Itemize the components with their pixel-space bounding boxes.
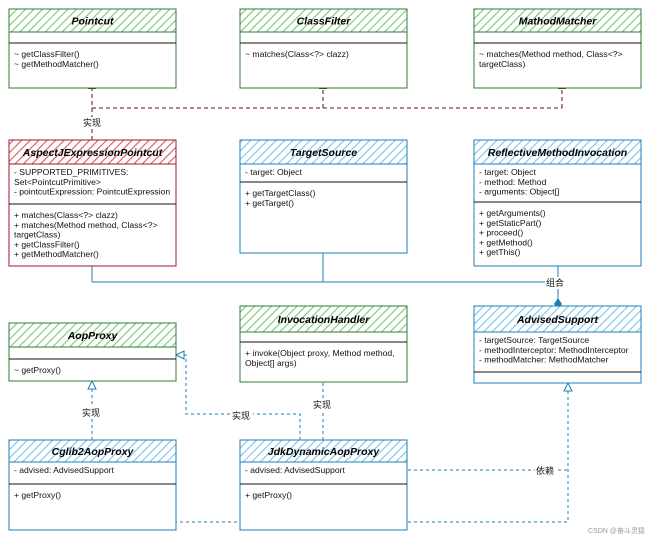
class-jdk: JdkDynamicAopProxy - advised: AdvisedSupp…	[239, 439, 408, 531]
class-title: Pointcut	[72, 16, 114, 28]
watermark: CSDN @奋斗灵猿	[588, 526, 645, 535]
class-method: + getTargetClass()	[245, 188, 316, 198]
class-header	[473, 305, 642, 333]
class-method: ~ getClassFilter()	[14, 49, 80, 59]
class-invocationhandler: InvocationHandler + invoke(Object proxy, …	[239, 305, 408, 383]
class-method: + proceed()	[479, 228, 523, 238]
class-title: InvocationHandler	[278, 314, 371, 326]
relation-label-implements-3: 实现	[313, 399, 331, 410]
class-title: MathodMatcher	[519, 16, 598, 28]
class-method: ~ matches(Method method, Class<?>	[479, 49, 623, 59]
class-method: + getMethod()	[479, 237, 533, 247]
implements-aopproxy-jdk	[174, 350, 301, 440]
class-cglib: Cglib2AopProxy - advised: AdvisedSupport +…	[8, 439, 177, 531]
class-classfilter: ClassFilter ~ matches(Class<?> clazz)	[239, 8, 408, 89]
class-title: AdvisedSupport	[516, 314, 599, 326]
class-method: + getArguments()	[479, 208, 546, 218]
class-header	[8, 8, 177, 33]
class-field: - method: Method	[479, 177, 547, 187]
class-aopproxy: AopProxy ~ getProxy()	[8, 322, 177, 382]
class-field: - pointcutExpression: PointcutExpression	[14, 187, 170, 197]
class-method: targetClass)	[14, 230, 60, 240]
class-title: JdkDynamicAopProxy	[268, 446, 381, 458]
class-method: + getMethodMatcher()	[14, 249, 99, 259]
class-field: - targetSource: TargetSource	[479, 335, 589, 345]
class-pointcut: Pointcut ~ getClassFilter()~ getMethodMat…	[8, 8, 177, 89]
class-method: + getClassFilter()	[14, 239, 80, 249]
class-title: ClassFilter	[297, 16, 352, 28]
implements-pointcut-interfaces	[88, 80, 566, 140]
class-field: - target: Object	[479, 167, 536, 177]
class-method: + getProxy()	[245, 490, 292, 500]
class-method: + getTarget()	[245, 198, 294, 208]
class-method: ~ matches(Class<?> clazz)	[245, 49, 349, 59]
class-methodmatcher: MathodMatcher ~ matches(Method method, Cl…	[473, 8, 642, 89]
relation-label-composition: 组合	[546, 277, 564, 288]
class-header	[239, 439, 408, 463]
class-aspectj: AspectJExpressionPointcut - SUPPORTED_PRI…	[8, 139, 177, 267]
class-method: ~ getProxy()	[14, 365, 61, 375]
class-field: - advised: AdvisedSupport	[14, 465, 114, 475]
relation-label-implements-4: 实现	[232, 410, 250, 421]
class-field: - SUPPORTED_PRIMITIVES:	[14, 167, 128, 177]
class-title: AopProxy	[67, 330, 119, 342]
class-field: - advised: AdvisedSupport	[245, 465, 345, 475]
class-title: ReflectiveMethodInvocation	[488, 147, 627, 159]
class-title: TargetSource	[290, 147, 357, 159]
class-method: + invoke(Object proxy, Method method,	[245, 348, 395, 358]
relation-label-depends: 依赖	[536, 465, 554, 476]
class-header	[473, 139, 642, 165]
class-field: - methodMatcher: MethodMatcher	[479, 355, 609, 365]
class-field: - arguments: Object[]	[479, 187, 559, 197]
class-field: - target: Object	[245, 167, 302, 177]
class-method: ~ getMethodMatcher()	[14, 59, 99, 69]
class-method: + matches(Method method, Class<?>	[14, 220, 158, 230]
class-header	[239, 8, 408, 33]
class-reflective: ReflectiveMethodInvocation - target: Obje…	[473, 139, 642, 267]
class-boxes: Pointcut ~ getClassFilter()~ getMethodMat…	[8, 8, 642, 531]
relation-label-implements-2: 实现	[82, 407, 100, 418]
class-targetsource: TargetSource - target: Object + getTargetC…	[239, 139, 408, 254]
class-header	[8, 322, 177, 348]
class-method: targetClass)	[479, 59, 525, 69]
class-method: + getStaticPart()	[479, 218, 541, 228]
class-title: Cglib2AopProxy	[52, 446, 135, 458]
class-header	[8, 139, 177, 165]
class-method: + getThis()	[479, 247, 520, 257]
class-method: + matches(Class<?> clazz)	[14, 210, 118, 220]
class-header	[473, 8, 642, 33]
class-header	[239, 305, 408, 333]
class-field: Set<PointcutPrimitive>	[14, 177, 101, 187]
class-method: + getProxy()	[14, 490, 61, 500]
class-field: - methodInterceptor: MethodInterceptor	[479, 345, 629, 355]
relation-label-implements-1: 实现	[83, 117, 101, 128]
class-advisedsupport: AdvisedSupport - targetSource: TargetSour…	[473, 305, 642, 384]
class-title: AspectJExpressionPointcut	[22, 147, 163, 159]
class-header	[239, 139, 408, 165]
class-method: Object[] args)	[245, 358, 297, 368]
class-header	[8, 439, 177, 463]
